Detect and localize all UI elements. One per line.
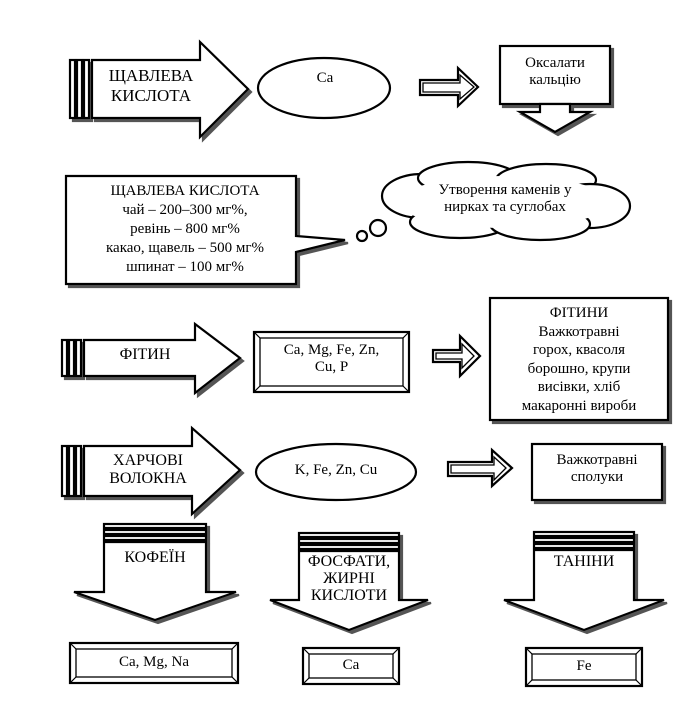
phytins-result-text: ФІТИНИ Важкотравні горох, квасоля борошн… xyxy=(521,305,637,414)
oxalic-sources-text: ЩАВЛЕВА КИСЛОТА чай – 200–300 мг%, ревін… xyxy=(105,183,264,275)
ca-ellipse-1 xyxy=(256,56,392,120)
cloud-bubble xyxy=(355,160,632,243)
oxalic-sources-callout xyxy=(64,174,346,286)
tannins-result-box xyxy=(524,646,644,688)
minerals-box-3d xyxy=(252,330,411,394)
indigestible-compounds-label: Важкотравні сполуки xyxy=(556,452,638,486)
ca-label-1: Ca xyxy=(316,70,334,86)
dietary-fiber-arrow xyxy=(60,425,242,517)
caffeine-result-label: Ca, Mg, Na xyxy=(119,654,189,670)
tannins-label: ТАНІНИ xyxy=(553,553,615,570)
tannins-down-arrow xyxy=(503,530,665,632)
metals-ellipse xyxy=(254,442,418,502)
dietary-fiber-label: ХАРЧОВІ ВОЛОКНА xyxy=(109,452,187,488)
phosphates-result-label: Ca xyxy=(342,657,360,673)
oxalic-acid-label: ЩАВЛЕВА КИСЛОТА xyxy=(108,66,194,105)
phosphates-label: ФОСФАТИ, ЖИРНІ КИСЛОТИ xyxy=(307,553,391,604)
caffeine-down-arrow xyxy=(73,522,237,622)
stone-formation-text: Утворення каменів у нирках та суглобах xyxy=(438,182,572,216)
oxalic-acid-arrow xyxy=(68,39,250,140)
phytins-result-box xyxy=(488,296,670,422)
caffeine-label: КОФЕЇН xyxy=(124,549,186,566)
tannins-result-label: Fe xyxy=(576,658,592,674)
arrow-to-oxalates xyxy=(418,65,480,109)
oxalates-label: Оксалати кальцію xyxy=(525,55,585,89)
fiber-metals-label: K, Fe, Zn, Cu xyxy=(294,462,378,478)
phytin-label: ФІТИН xyxy=(119,346,171,363)
arrow-to-phytins xyxy=(431,333,482,379)
phytin-minerals-label: Ca, Mg, Fe, Zn, Cu, P xyxy=(283,342,380,376)
phosphates-down-arrow xyxy=(269,531,429,632)
caffeine-result-box xyxy=(68,641,240,685)
arrow-to-compounds xyxy=(446,447,514,489)
phytin-arrow xyxy=(60,321,242,396)
phosphates-result-box xyxy=(301,646,401,686)
oxalates-box xyxy=(498,44,612,134)
indigestible-compounds-box xyxy=(530,442,664,502)
